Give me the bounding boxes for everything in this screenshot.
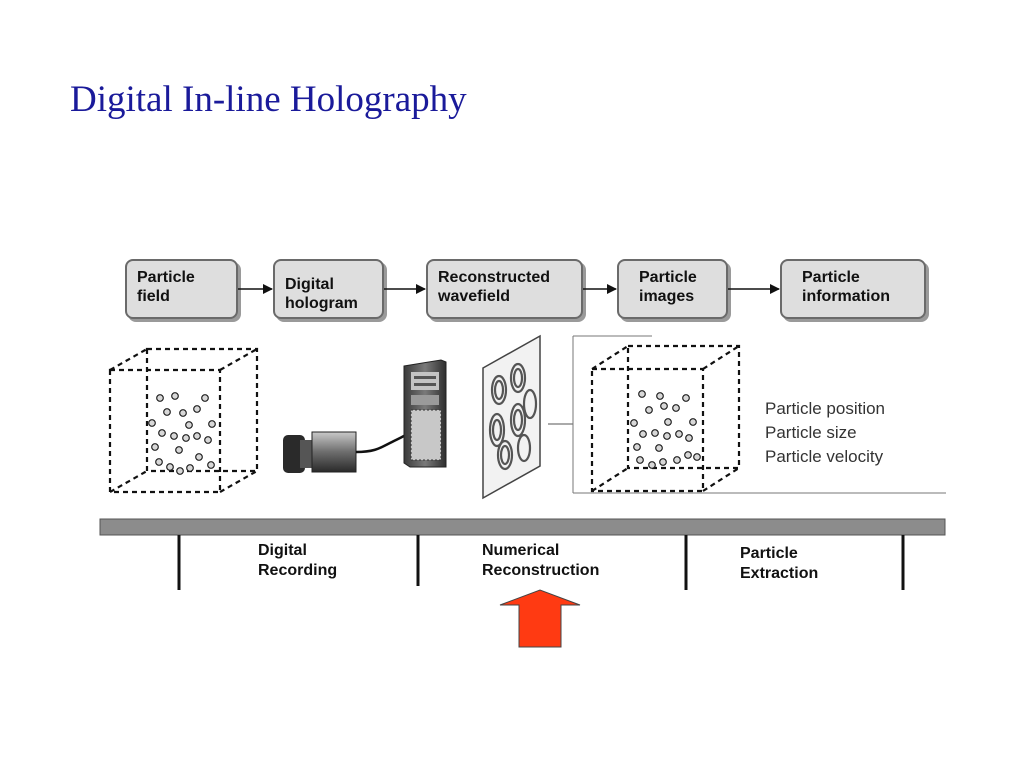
flow-step-reconstructed-wavefield: Reconstructed wavefield [426,259,583,319]
flow-step-particle-field: Particle field [125,259,238,319]
particles-left [148,392,216,475]
particle-info-size: Particle size [765,423,857,442]
flow-step-line2: images [639,288,695,305]
flow-step-line1: Particle [639,269,697,286]
slide-title: Digital In-line Holography [70,79,467,120]
particle-volume-cube-right [590,344,741,493]
stage-digital-recording: Digital Recording [258,541,337,581]
particle-info-list: Particle position Particle size Particle… [765,397,885,469]
stage-particle-extraction: Particle Extraction [740,544,818,584]
timeline-bar [99,518,946,536]
stage-line1: Particle [740,545,798,562]
flow-step-line1: Digital [285,276,334,293]
flow-step-digital-hologram: Digital hologram [273,259,384,319]
stage-numerical-reconstruction: Numerical Reconstruction [482,541,599,581]
flow-step-line2: hologram [285,295,358,312]
particle-info-velocity: Particle velocity [765,447,884,466]
flow-step-line2: field [137,288,170,305]
flow-step-line1: Particle [802,269,860,286]
camera-icon [283,431,411,473]
stage-line1: Digital [258,542,307,559]
particles-right [630,390,701,469]
stage-dividers [177,535,905,590]
flow-step-particle-images: Particle images [617,259,728,319]
flow-step-line2: information [802,288,890,305]
particle-volume-cube-left [108,347,259,494]
flow-step-line2: wavefield [438,288,511,305]
result-frame [572,335,946,494]
computer-tower-icon [403,359,447,468]
flow-step-line1: Particle [137,269,195,286]
stage-line2: Recording [258,562,338,579]
hologram-plate-icon [482,334,541,500]
stage-line2: Reconstruction [482,562,600,579]
flow-step-line1: Reconstructed [438,269,551,286]
flow-step-particle-information: Particle information [780,259,926,319]
stage-line2: Extraction [740,565,819,582]
particle-info-position: Particle position [765,399,886,418]
up-arrow-icon [499,589,581,648]
stage-line1: Numerical [482,542,560,559]
